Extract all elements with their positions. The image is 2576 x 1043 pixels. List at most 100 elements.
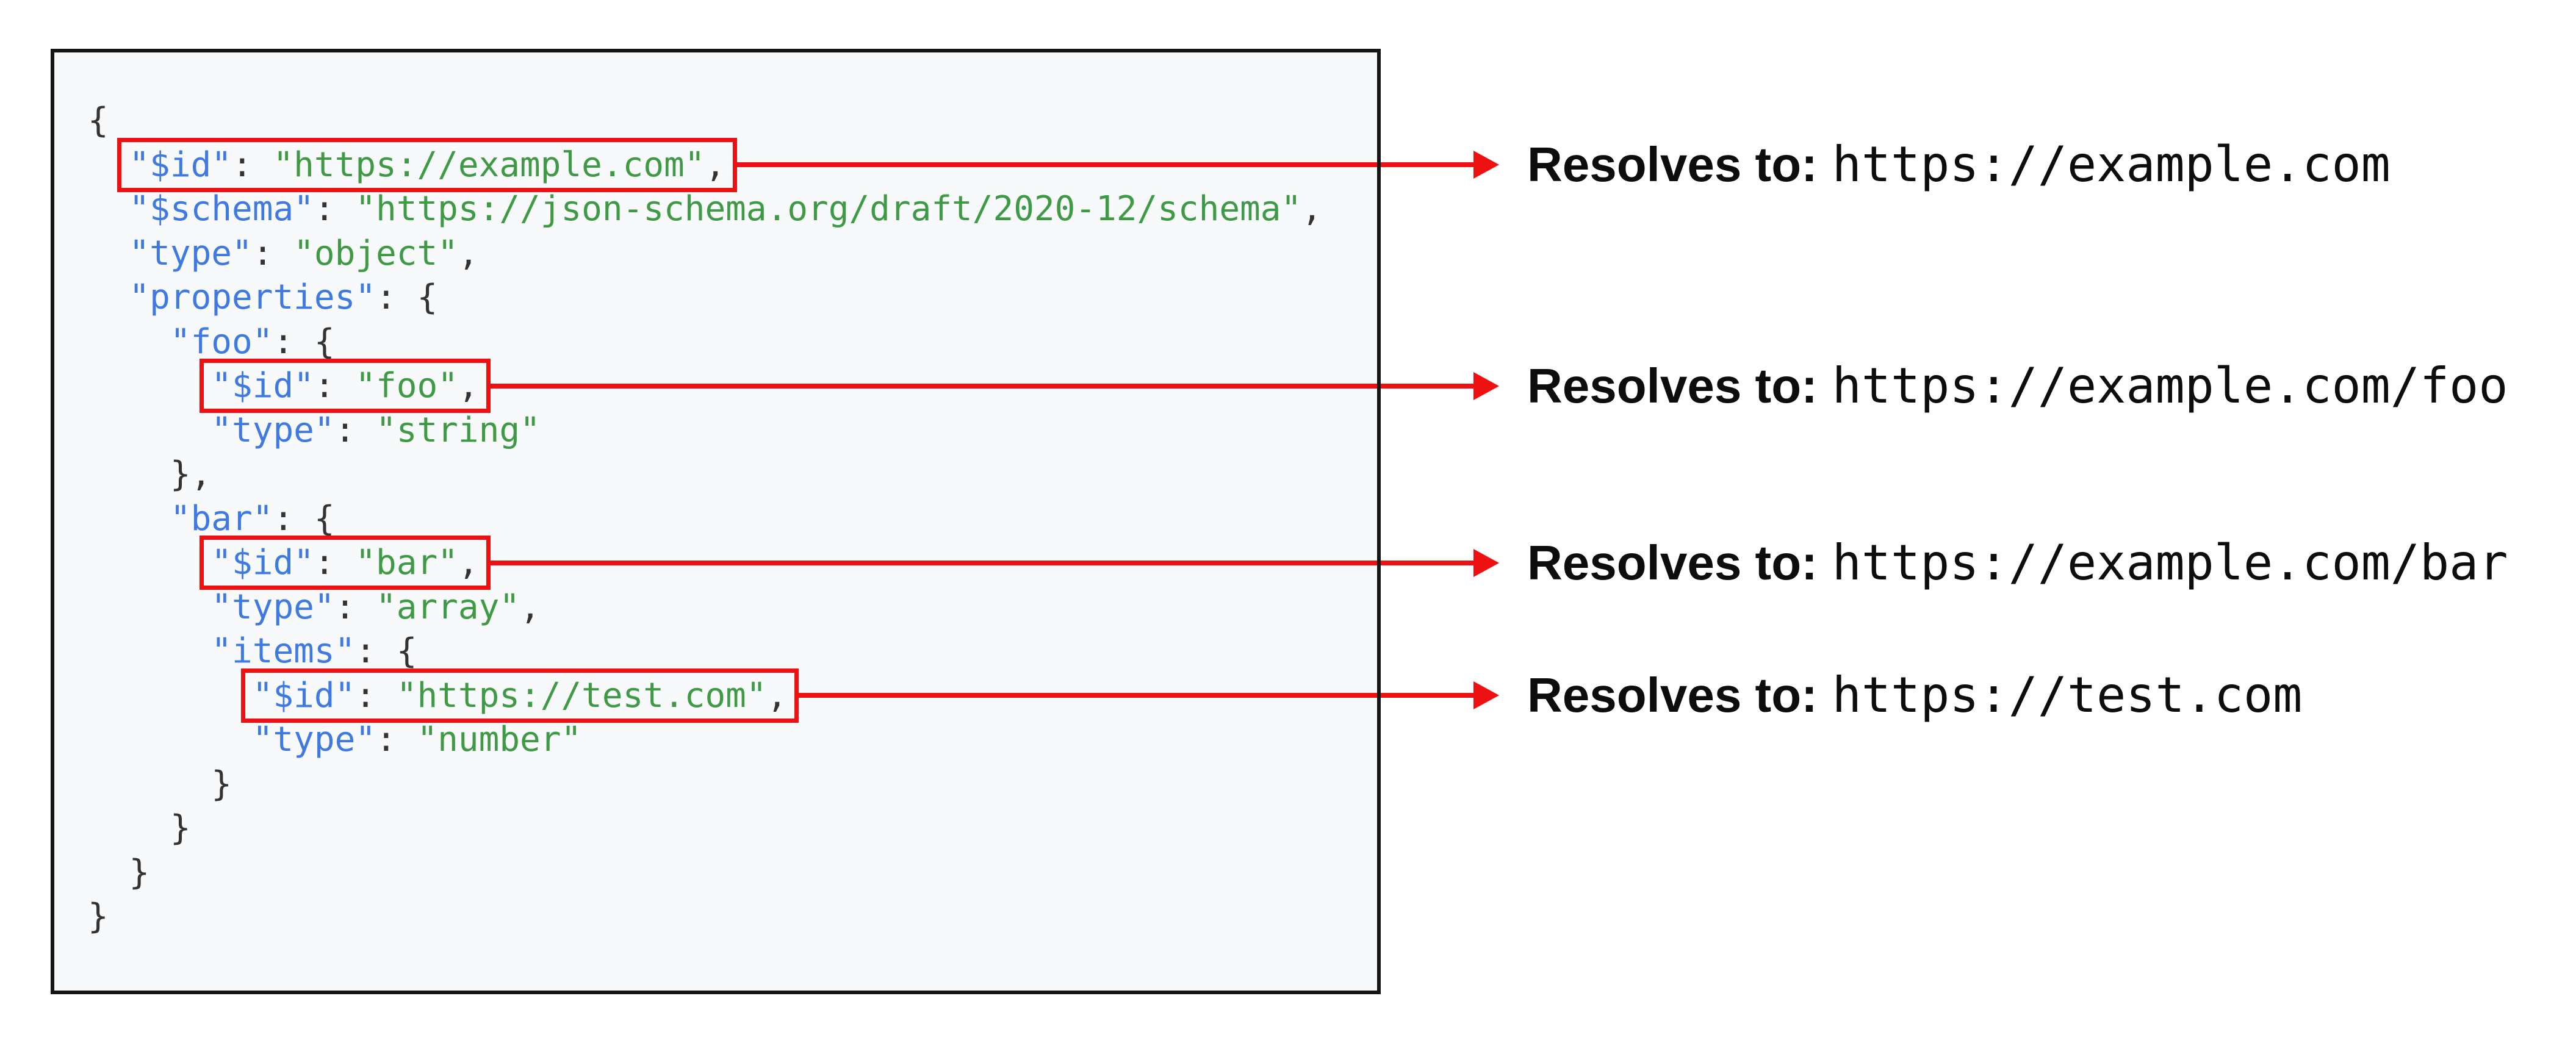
code-token-key: "$id" bbox=[129, 145, 232, 185]
code-block: { "$id": "https://example.com", "$schema… bbox=[51, 49, 1381, 939]
code-token-pun: : bbox=[232, 145, 273, 185]
code-token-key: "type" bbox=[129, 233, 253, 273]
code-line: } bbox=[88, 851, 1381, 895]
code-line: } bbox=[88, 895, 1381, 939]
code-token-str: "bar" bbox=[355, 543, 458, 582]
highlight-box: "$id": "bar", bbox=[200, 536, 491, 590]
code-line: "$id": "foo", bbox=[88, 359, 1381, 413]
code-line: "type": "object", bbox=[88, 232, 1381, 276]
code-token-sp bbox=[88, 366, 211, 406]
code-token-sp bbox=[88, 189, 129, 229]
resolved-url: https://example.com bbox=[1832, 136, 2391, 193]
highlight-box: "$id": "https://example.com", bbox=[117, 137, 738, 192]
code-token-pun: : { bbox=[376, 278, 438, 317]
code-token-str: "array" bbox=[376, 587, 520, 627]
highlight-box: "$id": "foo", bbox=[200, 359, 491, 413]
code-token-key: "foo" bbox=[170, 321, 273, 362]
code-token-pun: : bbox=[314, 543, 356, 582]
code-line: "foo": { bbox=[88, 320, 1381, 365]
code-token-pun: , bbox=[766, 675, 788, 715]
code-token-pun: , bbox=[458, 366, 479, 406]
code-token-pun: : bbox=[355, 675, 397, 715]
resolves-label: Resolves to: bbox=[1527, 668, 1818, 722]
highlight-box: "$id": "https://test.com", bbox=[240, 668, 799, 723]
code-token-sp bbox=[88, 808, 170, 848]
arrow-head-icon bbox=[1473, 371, 1499, 400]
resolved-url: https://test.com bbox=[1832, 667, 2303, 723]
resolved-url: https://example.com/foo bbox=[1832, 357, 2508, 414]
code-line: "type": "number" bbox=[88, 718, 1381, 762]
code-token-key: "$id" bbox=[211, 366, 314, 406]
code-token-pun: } bbox=[129, 852, 150, 892]
code-token-sp bbox=[88, 764, 211, 804]
code-token-pun: , bbox=[458, 543, 479, 582]
arrow-shaft bbox=[489, 383, 1476, 389]
code-line: } bbox=[88, 762, 1381, 807]
code-line: "items": { bbox=[88, 629, 1381, 674]
code-token-key: "$id" bbox=[211, 543, 314, 582]
code-token-key: "items" bbox=[211, 631, 356, 671]
code-token-key: "properties" bbox=[129, 278, 376, 317]
annotation-row: Resolves to: https://test.com bbox=[1527, 667, 2302, 723]
code-token-sp bbox=[88, 720, 253, 759]
code-token-key: "type" bbox=[252, 720, 376, 759]
code-token-pun: : bbox=[376, 720, 417, 759]
code-token-pun: : { bbox=[273, 498, 335, 539]
code-token-str: "number" bbox=[417, 720, 582, 759]
code-token-pun: , bbox=[705, 145, 726, 185]
arrow-head-icon bbox=[1473, 548, 1499, 577]
code-token-sp bbox=[88, 234, 129, 273]
code-token-pun: , bbox=[1301, 189, 1322, 229]
resolves-label: Resolves to: bbox=[1527, 358, 1818, 413]
arrow-head-icon bbox=[1473, 681, 1499, 709]
code-token-pun: , bbox=[520, 587, 541, 627]
code-token-pun: { bbox=[88, 101, 109, 140]
code-line: } bbox=[88, 806, 1381, 851]
code-token-sp bbox=[88, 322, 170, 362]
code-token-sp bbox=[88, 587, 211, 627]
code-line: "$id": "https://example.com", bbox=[88, 137, 1381, 192]
code-token-sp bbox=[88, 410, 211, 450]
code-token-str: "string" bbox=[376, 410, 541, 450]
resolves-label: Resolves to: bbox=[1527, 535, 1818, 590]
code-token-str: "foo" bbox=[355, 366, 458, 406]
annotation-row: Resolves to: https://example.com/bar bbox=[1527, 534, 2508, 591]
annotation-row: Resolves to: https://example.com/foo bbox=[1527, 357, 2508, 414]
code-token-str: "https://test.com" bbox=[396, 675, 767, 715]
code-token-sp bbox=[88, 454, 170, 494]
code-token-str: "https://json-schema.org/draft/2020-12/s… bbox=[355, 189, 1302, 229]
code-token-pun: , bbox=[458, 233, 479, 273]
code-token-key: "bar" bbox=[170, 498, 273, 539]
code-token-pun: : bbox=[334, 410, 376, 450]
code-token-pun: : bbox=[314, 189, 356, 229]
arrow-head-icon bbox=[1473, 151, 1499, 179]
code-token-pun: }, bbox=[170, 454, 212, 494]
code-token-pun: : bbox=[334, 587, 376, 627]
code-line: "type": "string" bbox=[88, 409, 1381, 453]
code-line: "$schema": "https://json-schema.org/draf… bbox=[88, 187, 1381, 232]
code-token-key: "type" bbox=[211, 410, 335, 450]
code-token-pun: } bbox=[88, 897, 109, 936]
code-token-pun: : bbox=[314, 366, 356, 406]
code-token-pun: : { bbox=[355, 631, 417, 671]
code-line: "bar": { bbox=[88, 497, 1381, 542]
code-line: { bbox=[88, 99, 1381, 143]
code-token-key: "$schema" bbox=[129, 189, 314, 229]
code-token-key: "type" bbox=[211, 587, 335, 627]
code-panel: { "$id": "https://example.com", "$schema… bbox=[51, 49, 1381, 994]
annotation-row: Resolves to: https://example.com bbox=[1527, 137, 2391, 193]
code-token-pun: } bbox=[170, 808, 191, 848]
code-token-sp bbox=[88, 543, 211, 582]
resolved-url: https://example.com/bar bbox=[1832, 534, 2508, 591]
code-line: "type": "array", bbox=[88, 586, 1381, 630]
code-line: "$id": "https://test.com", bbox=[88, 668, 1381, 723]
resolves-label: Resolves to: bbox=[1527, 137, 1818, 192]
code-token-sp bbox=[88, 499, 170, 539]
code-line: "$id": "bar", bbox=[88, 536, 1381, 590]
code-line: }, bbox=[88, 453, 1381, 497]
code-token-sp bbox=[88, 853, 129, 892]
code-token-sp bbox=[88, 676, 253, 715]
code-token-key: "$id" bbox=[252, 675, 356, 715]
code-token-sp bbox=[88, 278, 129, 317]
arrow-shaft bbox=[797, 693, 1476, 698]
